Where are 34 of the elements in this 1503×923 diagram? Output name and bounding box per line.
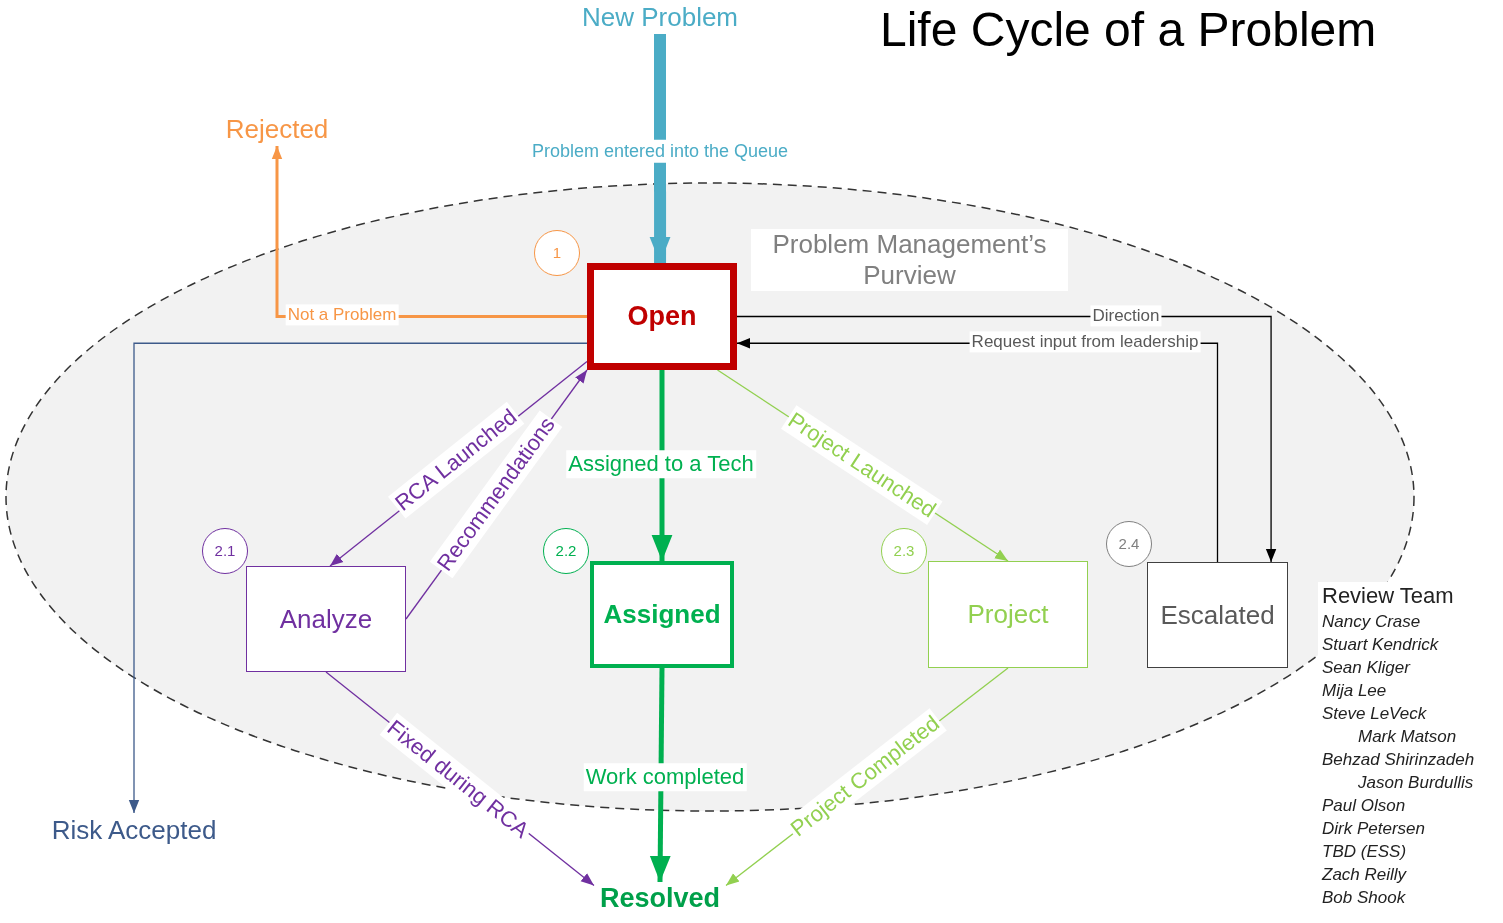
team-heading: Review Team — [1322, 582, 1455, 610]
region-heading: Problem Management’s Purview — [751, 229, 1068, 291]
state-box: Analyze — [246, 566, 406, 672]
edge-label: Request input from leadership — [969, 331, 1201, 353]
diagram-title: Life Cycle of a Problem — [880, 2, 1377, 58]
state-box: Assigned — [590, 561, 734, 668]
state-label: Risk Accepted — [38, 813, 230, 847]
arrow — [736, 315, 1277, 563]
team-member-name: Sean Kliger — [1322, 657, 1412, 679]
team-member-name: Jason Burdullis — [1357, 772, 1475, 794]
team-member-name: TBD (ESS) — [1322, 841, 1408, 863]
arrow — [649, 34, 671, 263]
team-member-name: Bob Shook — [1322, 887, 1407, 909]
team-member-name: Behzad Shirinzadeh — [1322, 749, 1475, 771]
state-box: Open — [587, 263, 737, 370]
team-member-name: Mija Lee — [1322, 680, 1388, 702]
edge-label: Direction — [1090, 305, 1162, 327]
edge-label: Not a Problem — [285, 304, 399, 326]
state-label: Rejected — [212, 112, 342, 146]
team-member-name: Nancy Crase — [1322, 611, 1422, 633]
team-member-name: Paul Olson — [1322, 795, 1407, 817]
state-label: Resolved — [594, 882, 726, 916]
team-member-name: Steve LeVeck — [1322, 703, 1428, 725]
arrow — [649, 667, 671, 883]
state-box: Project — [928, 561, 1088, 668]
team-member-name: Dirk Petersen — [1322, 818, 1426, 840]
edge-label: Work completed — [583, 763, 747, 791]
state-label: New Problem — [570, 0, 750, 34]
team-member-name: Zach Reilly — [1322, 864, 1408, 886]
team-member-name: Stuart Kendrick — [1322, 634, 1440, 656]
arrow — [128, 342, 588, 814]
state-box: Escalated — [1147, 562, 1288, 668]
team-member-name: Mark Matson — [1357, 726, 1458, 748]
edge-label: Assigned to a Tech — [566, 450, 756, 478]
